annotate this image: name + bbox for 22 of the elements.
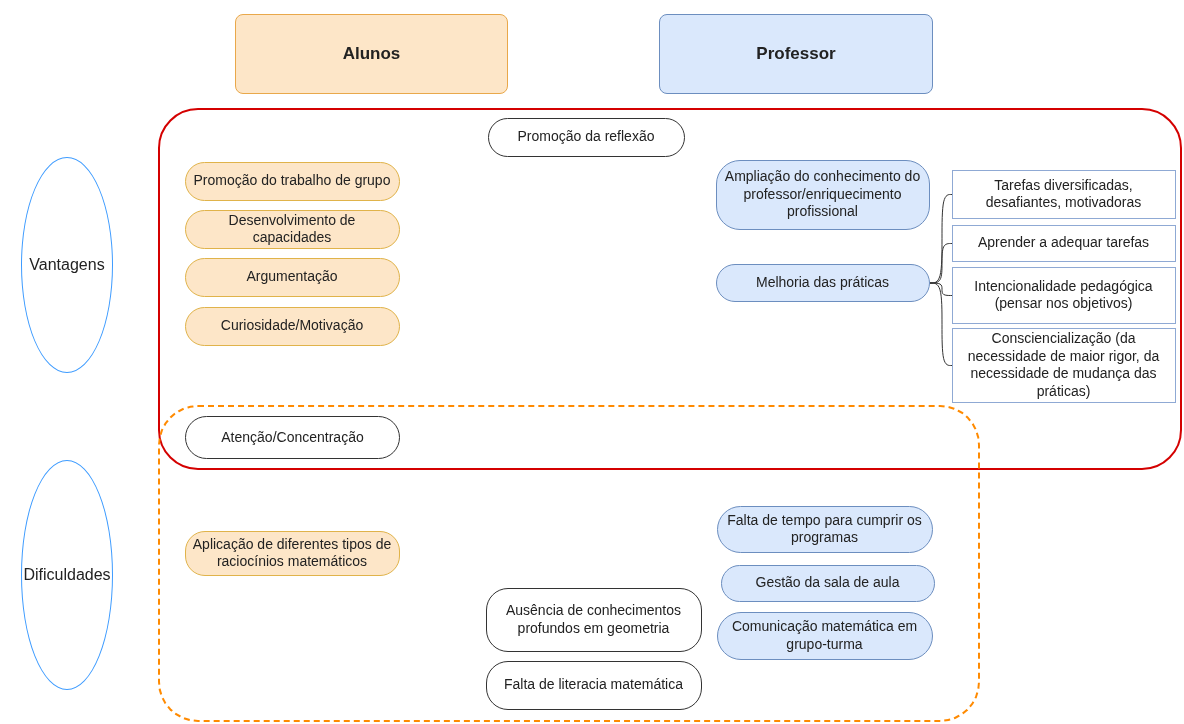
topic-box: Tarefas diversificadas, desafiantes, motivadoras — [951, 169, 1176, 219]
topic-pill: Falta de tempo para cumprir os programas — [716, 505, 933, 553]
topic-pill: Comunicação matemática em grupo-turma — [716, 611, 933, 660]
heading-box: Alunos — [235, 14, 508, 94]
topic-pill: Ausência de conhecimentos profundos em geometria — [485, 587, 702, 652]
brace-connector — [929, 282, 953, 366]
heading-box: Professor — [659, 14, 933, 94]
topic-pill: Promoção da reflexão — [487, 117, 685, 157]
topic-pill: Melhoria das práticas — [715, 263, 930, 302]
topic-box: Aprender a adequar tarefas — [951, 224, 1176, 262]
topic-pill: Desenvolvimento de capacidades — [184, 209, 400, 249]
topic-pill: Falta de literacia matemática — [485, 660, 702, 710]
topic-box: Intencionalidade pedagógica (pensar nos objetivos) — [951, 266, 1176, 324]
topic-pill: Curiosidade/Motivação — [184, 306, 400, 346]
topic-pill: Promoção do trabalho de grupo — [184, 161, 400, 201]
topic-pill: Gestão da sala de aula — [720, 564, 935, 602]
topic-pill: Aplicação de diferentes tipos de raciocínios matemáticos — [184, 530, 400, 576]
topic-pill: Argumentação — [184, 257, 400, 297]
topic-pill: Ampliação do conhecimento do professor/enriquecimento profissional — [715, 159, 930, 230]
group-region — [158, 108, 1182, 470]
topic-box: Consciencialização (da necessidade de maior rigor, da necessidade de mudança das práticas) — [951, 327, 1176, 403]
topic-pill: Atenção/Concentração — [185, 416, 400, 459]
